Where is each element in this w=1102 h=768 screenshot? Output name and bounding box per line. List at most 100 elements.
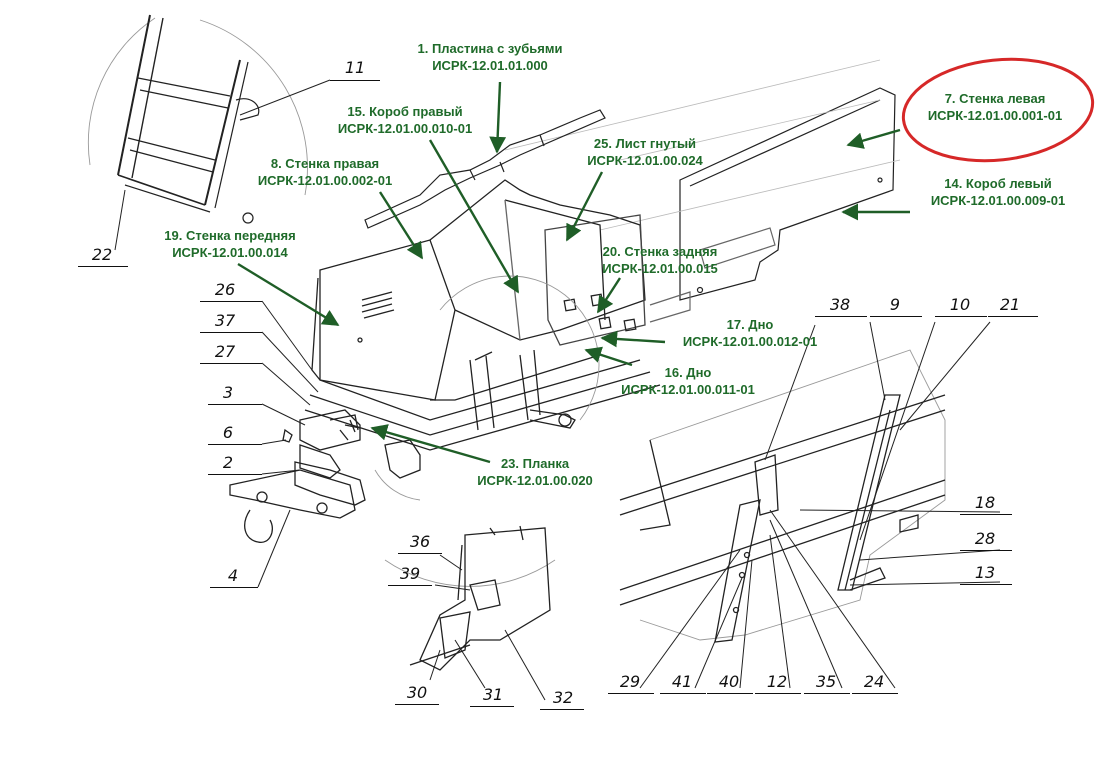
number-underline — [395, 704, 439, 705]
callout-code: ИСРК-12.01.00.010-01 — [337, 121, 473, 136]
number-underline — [935, 316, 987, 317]
callout-name: 8. Стенка правая — [270, 156, 380, 171]
number-underline — [852, 693, 898, 694]
number-underline — [330, 80, 380, 81]
arrow-15 — [428, 139, 520, 294]
callout-name: 14. Короб левый — [944, 176, 1052, 191]
callout-name: 1. Пластина с зубьями — [417, 41, 563, 56]
callout-code: ИСРК-12.01.00.014 — [172, 245, 288, 260]
number-underline — [960, 550, 1012, 551]
callout-left-box: 14. Короб левый ИСРК-12.01.00.009-01 — [931, 175, 1065, 209]
number-underline — [78, 266, 128, 267]
detail-circle-top-left — [87, 14, 308, 224]
callout-right-wall: 8. Стенка правая ИСРК-12.01.00.002-01 — [258, 155, 392, 189]
position-number: 37 — [214, 311, 236, 330]
number-underline — [200, 332, 262, 333]
position-number: 39 — [399, 564, 421, 583]
number-underline — [210, 587, 258, 588]
number-underline — [804, 693, 850, 694]
position-number: 28 — [974, 529, 996, 548]
callout-right-box: 15. Короб правый ИСРК-12.01.00.010-01 — [338, 103, 472, 137]
callout-strip: 23. Планка ИСРК-12.01.00.020 — [477, 455, 593, 489]
callout-name: 7. Стенка левая — [944, 91, 1046, 106]
position-number: 29 — [619, 672, 641, 691]
position-number: 32 — [552, 688, 574, 707]
number-underline — [755, 693, 801, 694]
position-number: 2 — [222, 453, 234, 472]
back-panels-faint — [504, 59, 901, 231]
position-number: 11 — [344, 58, 366, 77]
position-number: 40 — [718, 672, 740, 691]
callout-name: 17. Дно — [726, 317, 774, 332]
left-wall-panel — [649, 87, 896, 323]
position-number: 6 — [222, 423, 234, 442]
number-underline — [988, 316, 1038, 317]
callout-name: 20. Стенка задняя — [602, 244, 718, 259]
number-underline — [208, 474, 262, 475]
position-number: 35 — [815, 672, 837, 691]
callout-name: 25. Лист гнутый — [593, 136, 697, 151]
number-underline — [870, 316, 922, 317]
position-number: 10 — [949, 295, 971, 314]
arrow-8 — [378, 191, 424, 260]
callout-name: 23. Планка — [500, 456, 570, 471]
arrow-16 — [584, 346, 633, 367]
position-number: 12 — [766, 672, 788, 691]
number-underline — [660, 693, 706, 694]
leader-lines — [114, 79, 1001, 701]
arrow-17 — [600, 330, 666, 348]
callout-code: ИСРК-12.01.00.001-01 — [927, 108, 1063, 123]
callout-bottom-17: 17. Дно ИСРК-12.01.00.012-01 — [683, 316, 817, 350]
position-number: 3 — [222, 383, 234, 402]
callout-code: ИСРК-12.01.00.015 — [602, 261, 718, 276]
position-number: 9 — [889, 295, 901, 314]
position-number: 18 — [974, 493, 996, 512]
arrow-23 — [370, 424, 491, 464]
hopper-body — [304, 179, 661, 501]
position-number: 22 — [91, 245, 113, 264]
number-underline — [208, 404, 262, 405]
callout-left-wall: 7. Стенка левая ИСРК-12.01.00.001-01 — [928, 90, 1062, 124]
number-underline — [398, 553, 442, 554]
callout-name: 19. Стенка передняя — [164, 228, 296, 243]
callout-toothed-plate: 1. Пластина с зубьями ИСРК-12.01.01.000 — [418, 40, 563, 74]
callout-code: ИСРК-12.01.00.024 — [587, 153, 703, 168]
arrow-20 — [596, 277, 622, 314]
number-underline — [815, 316, 867, 317]
position-number: 31 — [482, 685, 504, 704]
position-number: 41 — [671, 672, 693, 691]
callout-code: ИСРК-12.01.00.009-01 — [930, 193, 1066, 208]
position-number: 30 — [406, 683, 428, 702]
callout-code: ИСРК-12.01.00.011-01 — [621, 382, 755, 397]
number-underline — [470, 706, 514, 707]
number-underline — [200, 301, 262, 302]
position-number: 21 — [999, 295, 1021, 314]
callout-name: 16. Дно — [664, 365, 712, 380]
number-underline — [960, 584, 1012, 585]
number-underline — [200, 363, 262, 364]
arrow-1 — [489, 81, 507, 154]
callout-code: ИСРК-12.01.00.002-01 — [257, 173, 393, 188]
callout-arrows — [237, 81, 910, 464]
callout-name: 15. Короб правый — [347, 104, 463, 119]
callout-bottom-16: 16. Дно ИСРК-12.01.00.011-01 — [621, 364, 755, 398]
callout-bent-sheet: 25. Лист гнутый ИСРК-12.01.00.024 — [587, 135, 703, 169]
number-underline — [707, 693, 753, 694]
callout-code: ИСРК-12.01.01.000 — [432, 58, 548, 73]
position-number: 36 — [409, 532, 431, 551]
number-underline — [208, 444, 262, 445]
detail-bottom-middle — [384, 525, 556, 671]
arrow-25 — [565, 171, 604, 242]
callout-code: ИСРК-12.01.00.012-01 — [682, 334, 818, 349]
position-number: 27 — [214, 342, 236, 361]
number-underline — [608, 693, 654, 694]
callout-code: ИСРК-12.01.00.020 — [477, 473, 593, 488]
position-number: 24 — [863, 672, 885, 691]
position-number: 13 — [974, 563, 996, 582]
highlight-ring — [901, 57, 1095, 163]
hitch-assembly — [229, 409, 421, 543]
number-underline — [960, 514, 1012, 515]
callout-rear-wall: 20. Стенка задняя ИСРК-12.01.00.015 — [602, 243, 718, 277]
